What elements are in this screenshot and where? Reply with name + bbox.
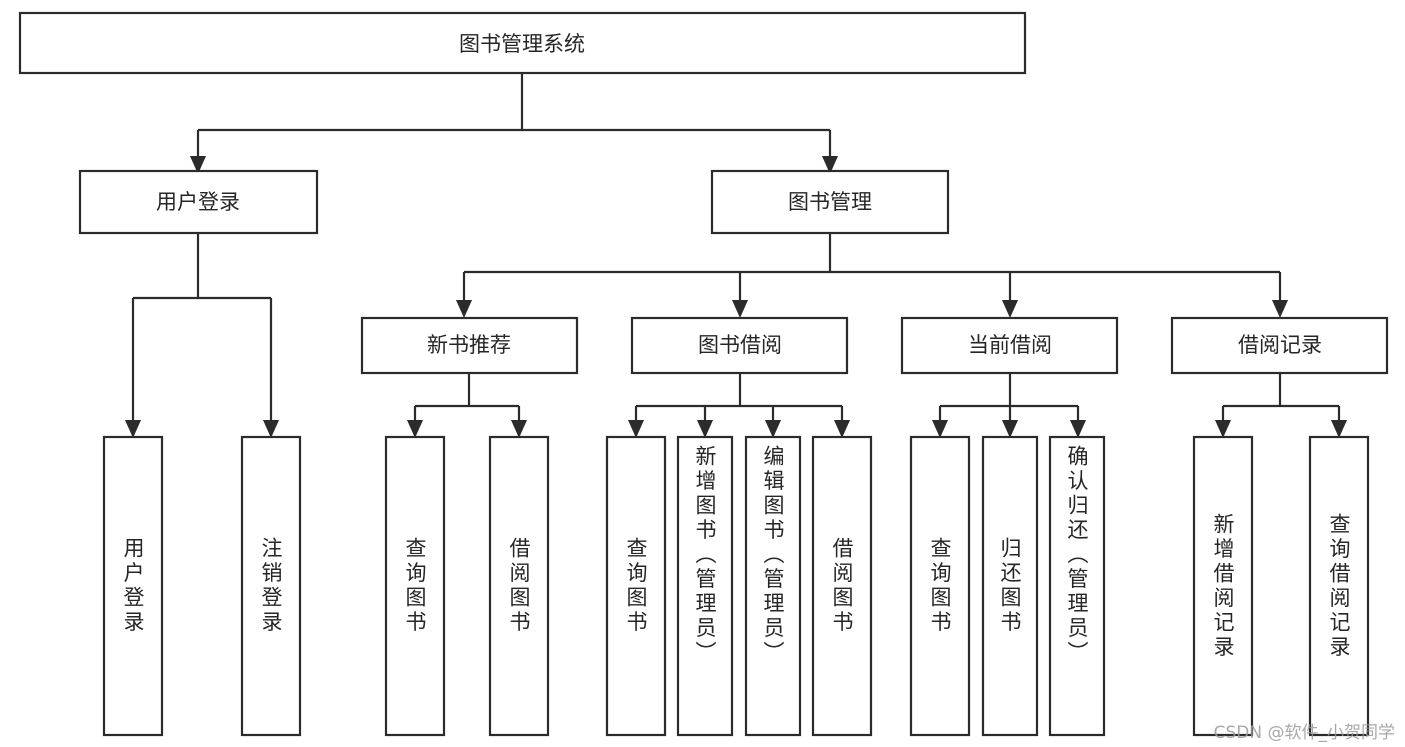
node-book-management[interactable] (710, 169, 950, 235)
node-current-borrow[interactable] (900, 316, 1119, 375)
node-leaf-query-borrow-record[interactable] (1308, 435, 1370, 737)
node-root-label: 图书管理系统 (459, 32, 585, 56)
node-borrow-record[interactable] (1170, 316, 1389, 375)
node-leaf-borrow-book-1[interactable] (488, 435, 550, 737)
arrow-head-icon (932, 420, 948, 438)
node-root-book-management-system[interactable] (18, 11, 1027, 75)
arrow-head-icon (628, 420, 644, 438)
arrow-head-icon (697, 420, 713, 438)
arrow-head-icon (263, 420, 279, 438)
arrow-head-icon (1272, 300, 1288, 318)
node-leaf-query-book-2[interactable] (605, 435, 667, 737)
arrow-head-icon (1215, 420, 1231, 438)
node-new-book-recommend-label: 新书推荐 (427, 333, 511, 357)
node-box-group: 图书管理系统 用户登录 图书管理 新书推荐 图书借阅 当前借阅 借阅记录 (18, 11, 1389, 737)
arrow-head-icon (190, 156, 206, 174)
arrow-head-icon (1002, 300, 1018, 318)
node-leaf-logout[interactable] (240, 435, 302, 737)
node-leaf-edit-book-admin[interactable] (744, 435, 802, 737)
node-current-borrow-label: 当前借阅 (968, 333, 1052, 357)
arrow-head-icon (511, 420, 527, 438)
node-new-book-recommend[interactable] (360, 316, 579, 375)
arrow-head-icon (1331, 420, 1347, 438)
node-book-borrow-label: 图书借阅 (698, 333, 782, 357)
arrow-head-icon (407, 420, 423, 438)
node-leaf-add-borrow-record[interactable] (1192, 435, 1254, 737)
arrow-head-icon (456, 300, 472, 318)
arrow-head-icon (834, 420, 850, 438)
node-leaf-confirm-return-admin[interactable] (1048, 435, 1106, 737)
node-leaf-query-book-1[interactable] (384, 435, 446, 737)
node-leaf-add-book-admin[interactable] (676, 435, 734, 737)
arrow-head-icon (822, 156, 838, 174)
node-borrow-record-label: 借阅记录 (1238, 333, 1322, 357)
arrow-head-icon (1070, 420, 1086, 438)
node-leaf-borrow-book-2[interactable] (811, 435, 873, 737)
arrow-head-icon (732, 300, 748, 318)
node-book-management-label: 图书管理 (788, 190, 872, 214)
node-leaf-user-login[interactable] (102, 435, 164, 737)
arrow-head-icon (765, 420, 781, 438)
node-book-borrow[interactable] (630, 316, 849, 375)
arrow-head-icon (1002, 420, 1018, 438)
connector-group (125, 73, 1347, 438)
node-user-login-label: 用户登录 (156, 190, 240, 214)
arrow-head-icon (125, 420, 141, 438)
node-leaf-return-book[interactable] (981, 435, 1039, 737)
node-leaf-query-book-3[interactable] (909, 435, 971, 737)
node-user-login[interactable] (78, 169, 319, 235)
